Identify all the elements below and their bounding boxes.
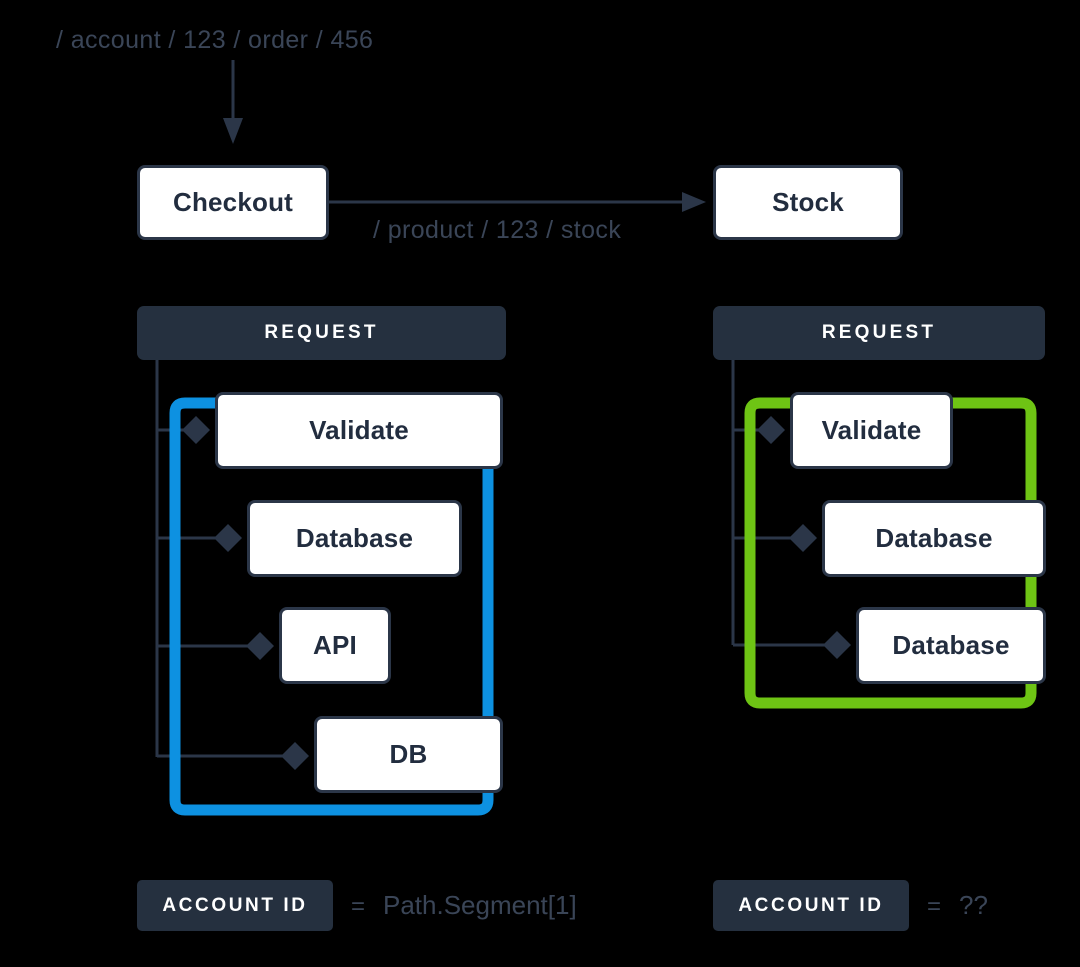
right-tree-connectors xyxy=(731,360,851,659)
left-node-api[interactable]: API xyxy=(279,607,391,684)
left-legend-value: Path.Segment[1] xyxy=(383,890,577,920)
diamond-marker xyxy=(182,416,210,444)
left-node-database[interactable]: Database xyxy=(247,500,462,577)
incoming-arrow xyxy=(223,60,243,144)
right-node-validate-label: Validate xyxy=(821,415,922,445)
diamond-marker xyxy=(214,524,242,552)
diamond-marker xyxy=(823,631,851,659)
left-node-db[interactable]: DB xyxy=(314,716,503,793)
right-node-validate[interactable]: Validate xyxy=(790,392,953,469)
right-legend-equals: = xyxy=(927,893,942,920)
diamond-marker xyxy=(789,524,817,552)
left-request-header: REQUEST xyxy=(137,306,506,360)
right-account-id-chip[interactable]: ACCOUNT ID xyxy=(713,880,909,931)
left-node-database-label: Database xyxy=(295,523,414,553)
diamond-marker xyxy=(757,416,785,444)
right-node-database-2[interactable]: Database xyxy=(856,607,1046,684)
right-account-id-chip-label: ACCOUNT ID xyxy=(738,894,884,916)
left-node-validate[interactable]: Validate xyxy=(215,392,503,469)
right-request-header-label: REQUEST xyxy=(821,322,937,343)
incoming-path-label: / account / 123 / order / 456 xyxy=(56,26,374,54)
left-request-header-label: REQUEST xyxy=(264,322,379,343)
left-account-id-chip[interactable]: ACCOUNT ID xyxy=(137,880,333,931)
node-checkout[interactable]: Checkout xyxy=(137,165,329,240)
right-node-database-1[interactable]: Database xyxy=(822,500,1046,577)
right-legend-value: ?? xyxy=(959,890,988,920)
checkout-to-stock-arrow xyxy=(329,192,706,212)
left-node-db-label: DB xyxy=(389,739,428,769)
right-request-header: REQUEST xyxy=(713,306,1045,360)
node-stock[interactable]: Stock xyxy=(713,165,903,240)
node-stock-label: Stock xyxy=(772,187,844,217)
left-tree-connectors xyxy=(155,360,309,770)
outgoing-path-label: / product / 123 / stock xyxy=(373,216,622,244)
left-node-validate-label: Validate xyxy=(309,415,409,445)
diamond-marker xyxy=(246,632,274,660)
node-checkout-label: Checkout xyxy=(172,187,294,217)
left-node-api-label: API xyxy=(313,630,357,660)
left-account-id-chip-label: ACCOUNT ID xyxy=(162,894,308,916)
left-legend-equals: = xyxy=(351,893,366,920)
diamond-marker xyxy=(281,742,309,770)
right-node-database-2-label: Database xyxy=(892,630,1010,660)
right-node-database-1-label: Database xyxy=(875,523,993,553)
